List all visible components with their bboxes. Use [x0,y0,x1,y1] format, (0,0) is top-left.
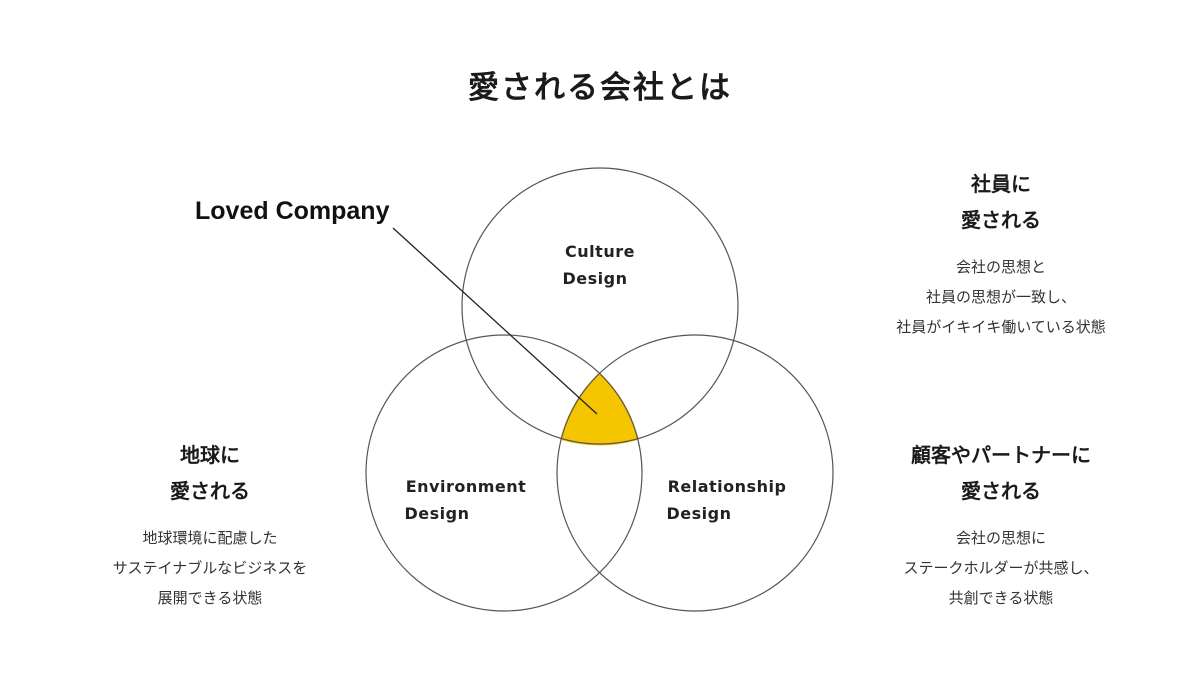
venn-circle-environment [365,334,643,612]
customers-heading-line1: 顧客やパートナーに [911,443,1091,467]
earth-heading: 地球に 愛される [60,437,360,509]
earth-heading-line2: 愛される [170,479,250,503]
customers-desc-line1: 会社の思想に [955,529,1046,547]
customers-desc-line3: 共創できる状態 [948,589,1054,607]
customers-block: 顧客やパートナーに 愛される 会社の思想に ステークホルダーが共感し、 共創でき… [851,437,1151,613]
customers-desc-line2: ステークホルダーが共感し、 [903,559,1099,577]
culture-label-line1: Culture [565,242,635,261]
earth-desc-line1: 地球環境に配慮した [142,529,278,547]
venn-circle-culture [461,167,739,445]
relationship-label-line2: Design [667,504,732,523]
venn-intersection-highlight [560,372,639,446]
employees-desc-line3: 社員がイキイキ働いている状態 [896,318,1106,336]
employees-block: 社員に 愛される 会社の思想と 社員の思想が一致し、 社員がイキイキ働いている状… [851,166,1151,342]
earth-description: 地球環境に配慮した サステイナブルなビジネスを 展開できる状態 [60,523,360,613]
culture-label-line2: Design [563,269,628,288]
earth-block: 地球に 愛される 地球環境に配慮した サステイナブルなビジネスを 展開できる状態 [60,437,360,613]
employees-heading: 社員に 愛される [851,166,1151,238]
employees-heading-line2: 愛される [961,208,1041,232]
earth-desc-line2: サステイナブルなビジネスを [112,559,308,577]
earth-heading-line1: 地球に [180,443,240,467]
customers-description: 会社の思想に ステークホルダーが共感し、 共創できる状態 [851,523,1151,613]
customers-heading-line2: 愛される [961,479,1041,503]
employees-desc-line2: 社員の思想が一致し、 [925,288,1076,306]
employees-desc-line1: 会社の思想と [955,258,1046,276]
employees-heading-line1: 社員に [971,172,1031,196]
venn-circle-relationship [556,334,834,612]
loved-company-pointer-line [392,227,598,415]
earth-desc-line3: 展開できる状態 [157,589,263,607]
environment-label-line2: Design [405,504,470,523]
environment-label-line1: Environment [406,477,527,496]
employees-description: 会社の思想と 社員の思想が一致し、 社員がイキイキ働いている状態 [851,252,1151,342]
customers-heading: 顧客やパートナーに 愛される [851,437,1151,509]
relationship-label-line1: Relationship [668,477,787,496]
loved-company-label: Loved Company [195,197,390,225]
page-title: 愛される会社とは [468,70,732,106]
